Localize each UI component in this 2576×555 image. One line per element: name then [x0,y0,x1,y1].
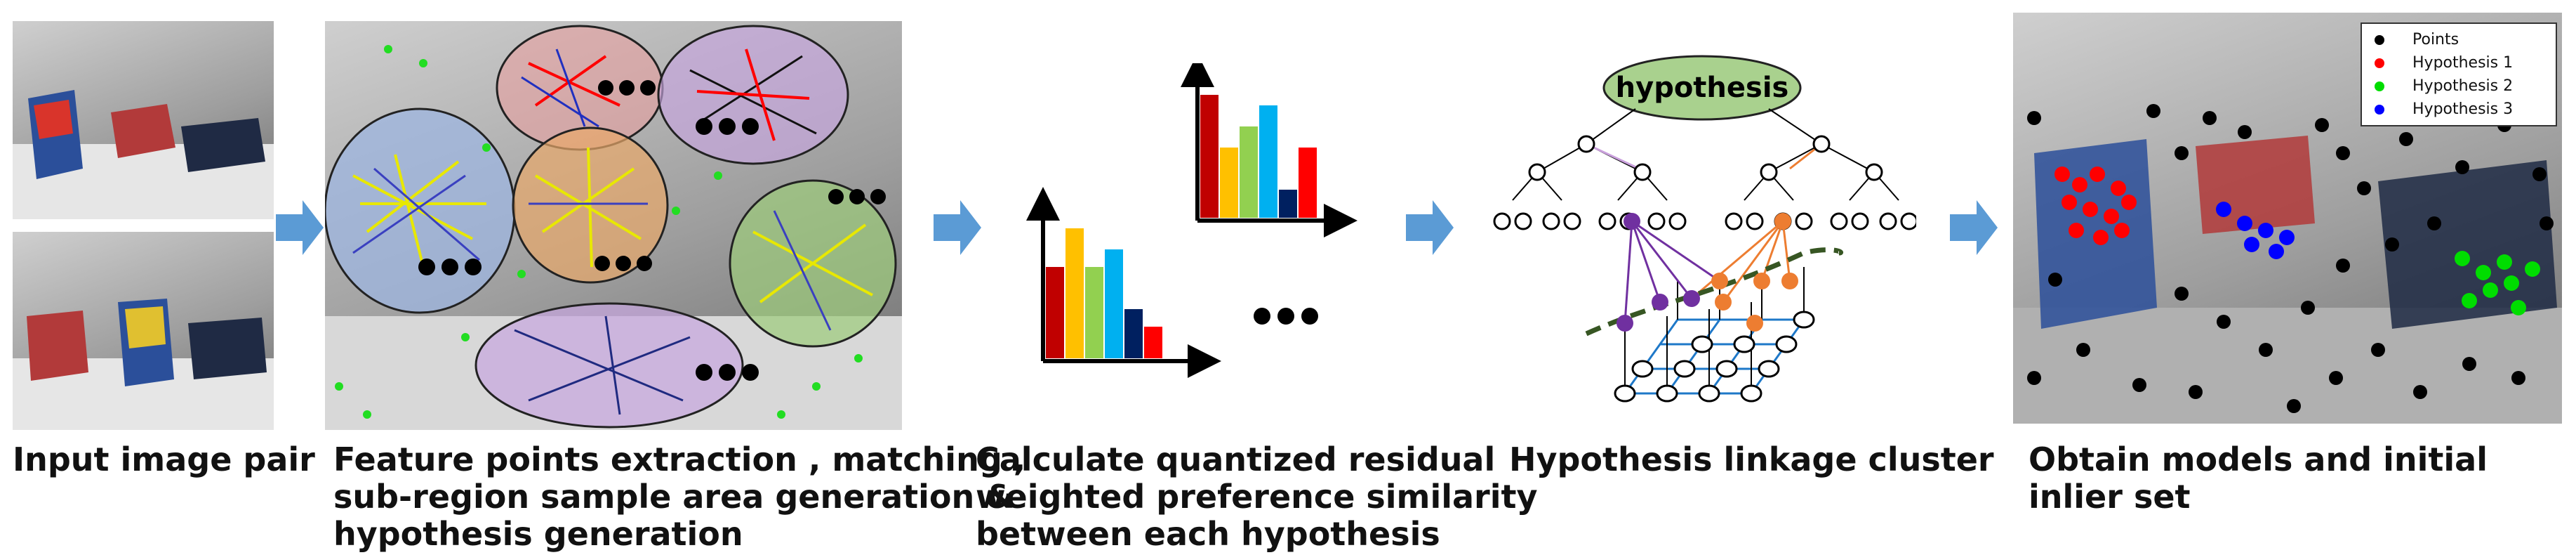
legend-marker [2375,58,2384,68]
residual-histograms [1026,63,1357,378]
legend-label: Points [2412,31,2459,48]
arrow-right-icon [276,200,324,255]
legend-marker [2375,34,2384,45]
input-image-top [13,21,274,219]
result-points [2013,104,2562,424]
hypothesis-root-node [1602,55,1802,121]
boxes-scene-top [13,90,274,219]
legend: Points Hypothesis 1 Hypothesis 2 Hypothe… [2361,22,2557,126]
arrow-right-icon [1950,200,1998,255]
feature-regions [325,25,902,430]
legend-label: Hypothesis 3 [2412,100,2514,118]
hypothesis-root-label: hypothesis [1615,72,1789,104]
caption-models: Obtain models and initial inlier set [2029,440,2488,516]
legend-marker [2375,81,2384,91]
legend-label: Hypothesis 2 [2412,77,2514,95]
legend-item: Hypothesis 1 [2369,51,2549,74]
legend-item: Points [2369,28,2549,51]
histogram-upper [1181,63,1357,237]
linkage-diagram: hypothesis [1481,49,1916,414]
caption-similarity: Calculate quantized residual weighted pr… [976,440,1538,553]
legend-item: Hypothesis 2 [2369,74,2549,98]
feature-extraction-image [325,21,902,430]
input-image-bottom [13,232,274,430]
tree-graph [1493,55,1916,403]
legend-marker [2375,104,2384,115]
ellipsis-icon [1254,308,1318,325]
region-purple-bottom [474,302,744,429]
caption-linkage: Hypothesis linkage cluster [1509,440,1994,478]
histogram-lower [1026,187,1221,378]
caption-extraction: Feature points extraction , matching , s… [333,440,1026,553]
legend-label: Hypothesis 1 [2412,54,2514,72]
result-image: Points Hypothesis 1 Hypothesis 2 Hypothe… [2013,13,2562,424]
boxes-scene-bottom [13,299,274,430]
legend-item: Hypothesis 3 [2369,98,2549,121]
arrow-right-icon [1406,200,1454,255]
arrow-right-icon [934,200,981,255]
caption-input: Input image pair [13,440,315,478]
cluster-cut-line [1585,247,1843,337]
